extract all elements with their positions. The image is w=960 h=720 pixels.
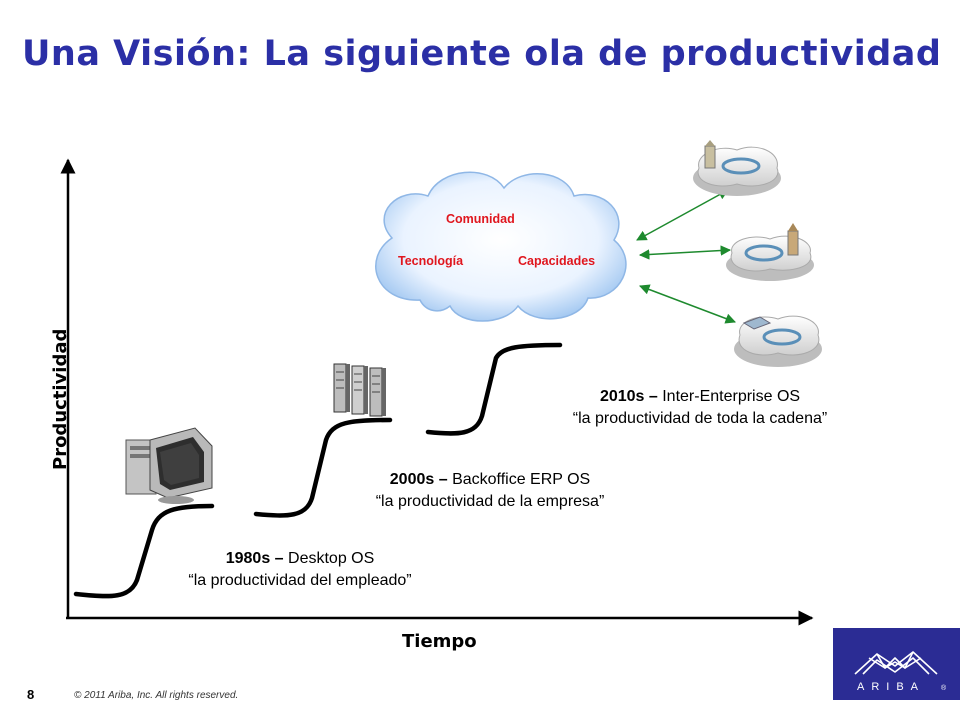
link-arrow-middle [638, 245, 732, 260]
logo-wordmark: ARIBA [857, 681, 925, 693]
growth-curve-2010s [425, 342, 563, 436]
desktop-computer-icon [125, 427, 213, 504]
logo-registered-mark: ® [941, 684, 947, 692]
cloud-label-tecnologia: Tecnología [398, 254, 464, 268]
cloud-icon [375, 171, 627, 322]
era-quote: “la productividad de toda la cadena” [572, 410, 828, 427]
era-decade: 2000s [389, 471, 435, 488]
enterprise-campus-icon [693, 140, 781, 196]
cloud-label-comunidad: Comunidad [446, 212, 515, 226]
era-1980s: 1980s – Desktop OS “la productividad del… [150, 548, 450, 592]
enterprise-campus-icon [734, 315, 822, 367]
era-os: Inter-Enterprise OS [662, 388, 801, 405]
link-arrow-top [636, 189, 729, 241]
era-decade: 1980s [225, 550, 271, 567]
era-quote: “la productividad del empleado” [188, 572, 412, 589]
enterprise-campus-icon [726, 223, 814, 281]
era-2000s: 2000s – Backoffice ERP OS “la productivi… [340, 469, 640, 513]
copyright-notice: © 2011 Ariba, Inc. All rights reserved. [74, 690, 239, 701]
x-axis-label: Tiempo [402, 631, 477, 652]
page-number: 8 [27, 687, 35, 702]
era-quote: “la productividad de la empresa” [375, 493, 605, 510]
growth-curve-1980s [73, 503, 215, 599]
page-title: Una Visión: La siguiente ola de producti… [22, 34, 942, 74]
server-rack-icon [333, 363, 386, 417]
era-decade: 2010s [599, 388, 645, 405]
era-os: Desktop OS [288, 550, 375, 567]
ariba-logo: ARIBA ® [833, 628, 960, 700]
era-os: Backoffice ERP OS [452, 471, 591, 488]
y-axis-label: Productividad [50, 328, 71, 470]
growth-curve-2000s [253, 417, 393, 518]
link-arrow-bottom [639, 284, 736, 324]
cloud-label-capacidades: Capacidades [518, 254, 596, 268]
era-2010s: 2010s – Inter-Enterprise OS “la producti… [540, 386, 860, 430]
